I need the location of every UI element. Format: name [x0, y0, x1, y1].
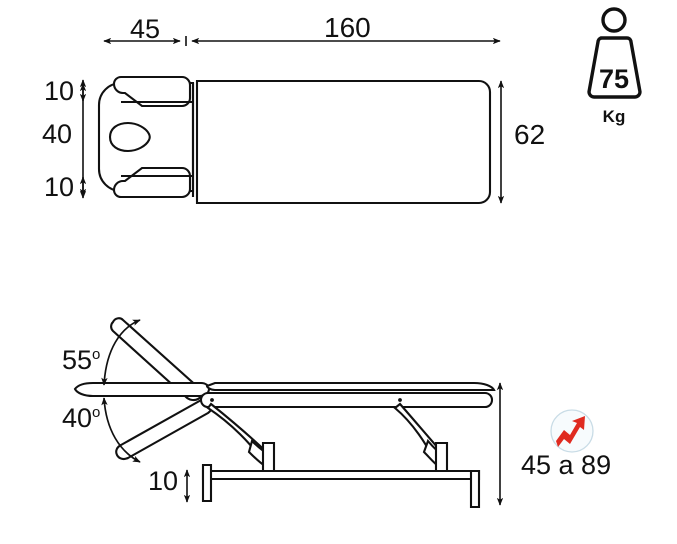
dimension-label-head-top: 10: [44, 76, 75, 106]
arrow-glyph: [556, 416, 585, 447]
base-foot-right: [469, 469, 481, 509]
degree-symbol-legrest: o: [92, 404, 101, 421]
base-foot-left: [201, 463, 213, 503]
dimension-label-head-middle: 40: [42, 119, 73, 149]
side-view-angle-arcs: [101, 319, 141, 463]
max-load-unit: Kg: [602, 107, 626, 126]
dimension-label-width: 62: [514, 119, 546, 150]
arc-40-degrees: [101, 397, 141, 463]
leg-column-right: [434, 441, 449, 474]
badge-circle: [550, 409, 594, 453]
seat-panel-left: [73, 381, 211, 398]
dimension-label-head-bottom: 10: [44, 172, 75, 202]
arc-55-degrees: [101, 319, 141, 386]
degree-symbol-backrest: o: [92, 346, 101, 363]
angle-label-legrest: 40o: [62, 405, 100, 432]
weight-icon: [587, 7, 642, 99]
mattress-top: [205, 381, 496, 392]
top-view-vertical-dimensions: [79, 79, 505, 204]
support-leg-left: [206, 402, 274, 458]
side-view-dimension-lines: [183, 382, 504, 506]
max-load-value: 75: [598, 64, 630, 94]
frame-rail: [199, 391, 494, 409]
top-view-dimension-lines: [103, 36, 501, 46]
leg-column-left: [261, 441, 276, 474]
top-view-geometry: [97, 75, 492, 205]
angle-value-legrest: 40: [62, 403, 93, 433]
angle-label-backrest: 55o: [62, 347, 100, 374]
dimension-label-height-range: 45 a 89: [521, 450, 612, 480]
dimension-label-base-height: 10: [148, 466, 179, 496]
legrest-panel: [115, 397, 214, 461]
red-up-arrow-icon: [550, 409, 594, 453]
dimension-label-body-length: 160: [324, 12, 371, 43]
side-view-geometry: [73, 317, 496, 509]
angle-value-backrest: 55: [62, 345, 93, 375]
dimension-label-headrest-length: 45: [130, 14, 161, 44]
base-rail: [201, 469, 481, 481]
